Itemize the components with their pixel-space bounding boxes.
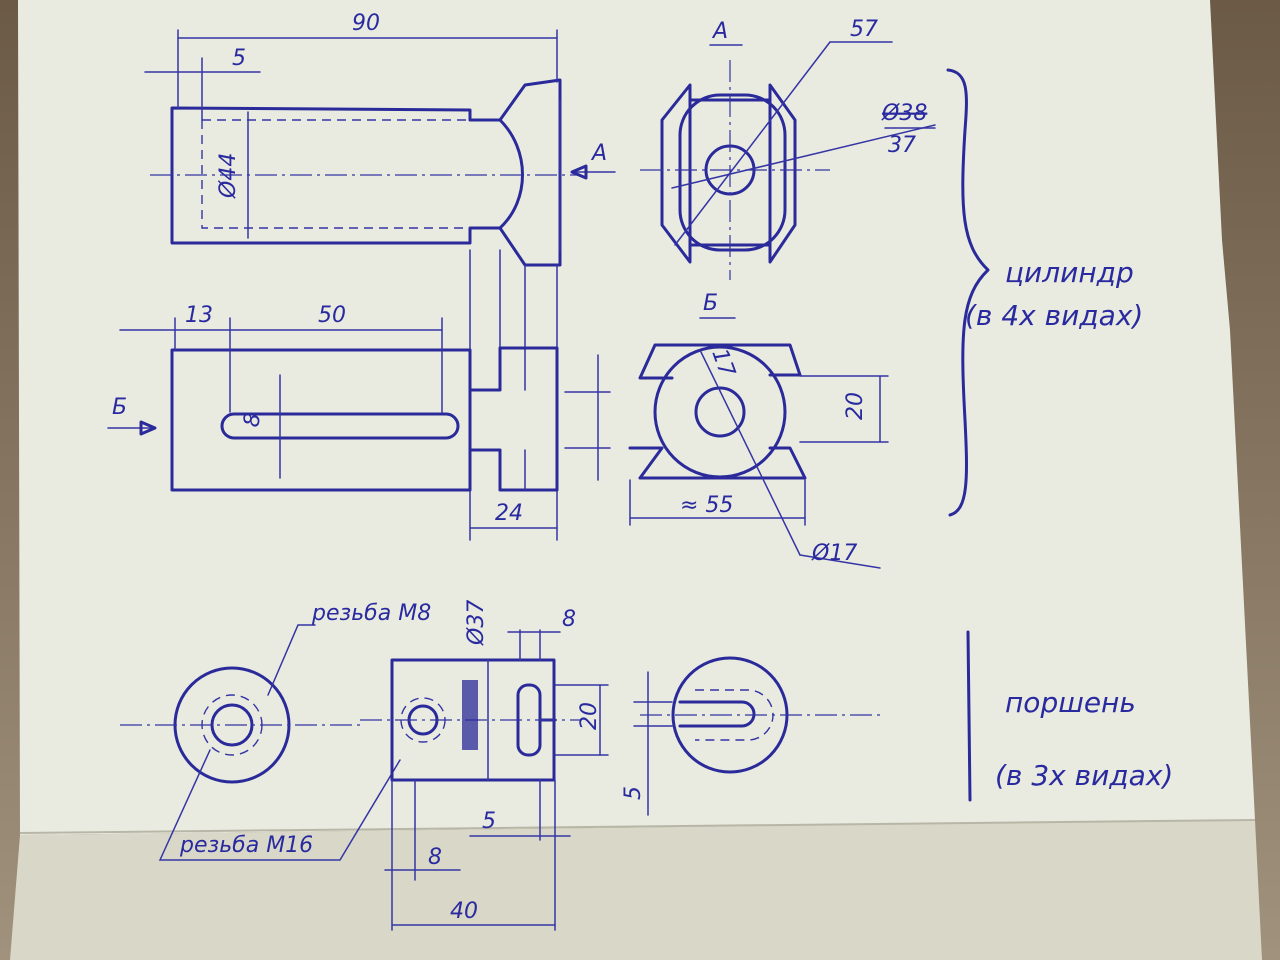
cylinder-view-a: A 57 Ø38 37 bbox=[640, 17, 936, 280]
dim-piston-diameter-37: Ø37 bbox=[464, 600, 489, 646]
view-arrow-a: A bbox=[590, 141, 607, 166]
dim-pin-8-top: 8 bbox=[562, 607, 576, 632]
piston-note-line2: (в 3х видах) bbox=[995, 759, 1173, 792]
dim-slot-width-8: 8 bbox=[239, 411, 266, 429]
dim-length-90: 90 bbox=[352, 11, 380, 36]
piston-left-view: резьба М8 резьба М16 bbox=[120, 601, 431, 861]
cylinder-front-view: 90 5 Ø44 A bbox=[144, 11, 616, 541]
dim-bore-38-struck: Ø38 bbox=[881, 101, 927, 126]
piston-front-view: Ø37 8 20 5 8 40 bbox=[360, 600, 609, 931]
dim-8-bottom: 8 bbox=[428, 845, 442, 870]
dim-offset-5: 5 bbox=[232, 46, 246, 71]
paper-fold bbox=[10, 820, 1262, 960]
view-arrow-b: Б bbox=[112, 395, 127, 420]
cylinder-view-b: Б 20 ≈ 55 Ø17 17 bbox=[628, 291, 889, 569]
dim-diagonal-57: 57 bbox=[850, 17, 878, 42]
piston-right-view: 5 bbox=[621, 656, 880, 816]
cylinder-note-line1: цилиндр bbox=[1005, 256, 1134, 289]
piston-note-line1: поршень bbox=[1005, 686, 1136, 719]
dim-5-side: 5 bbox=[621, 786, 646, 800]
view-b-title: Б bbox=[703, 291, 718, 316]
dim-slot-length-50: 50 bbox=[318, 303, 346, 328]
cylinder-note-line2: (в 4х видах) bbox=[965, 299, 1143, 332]
dim-offset-13: 13 bbox=[185, 303, 213, 328]
dim-width-55: ≈ 55 bbox=[680, 493, 733, 518]
paper-sheet bbox=[18, 0, 1255, 835]
thread-m8-label: резьба М8 bbox=[311, 601, 431, 626]
view-a-title: A bbox=[711, 19, 728, 44]
dim-40: 40 bbox=[450, 899, 478, 924]
dim-flat-20: 20 bbox=[843, 392, 868, 420]
dim-5-bottom: 5 bbox=[482, 809, 496, 834]
dim-height-20: 20 bbox=[577, 702, 602, 730]
cylinder-top-view: 13 50 8 24 Б bbox=[107, 303, 611, 529]
dim-head-24: 24 bbox=[495, 501, 523, 526]
dim-hole-17: Ø17 bbox=[811, 541, 857, 566]
dim-bore-44: Ø44 bbox=[216, 153, 241, 199]
thread-m16-label: резьба М16 bbox=[179, 833, 313, 858]
dim-bore-37: 37 bbox=[888, 133, 916, 158]
